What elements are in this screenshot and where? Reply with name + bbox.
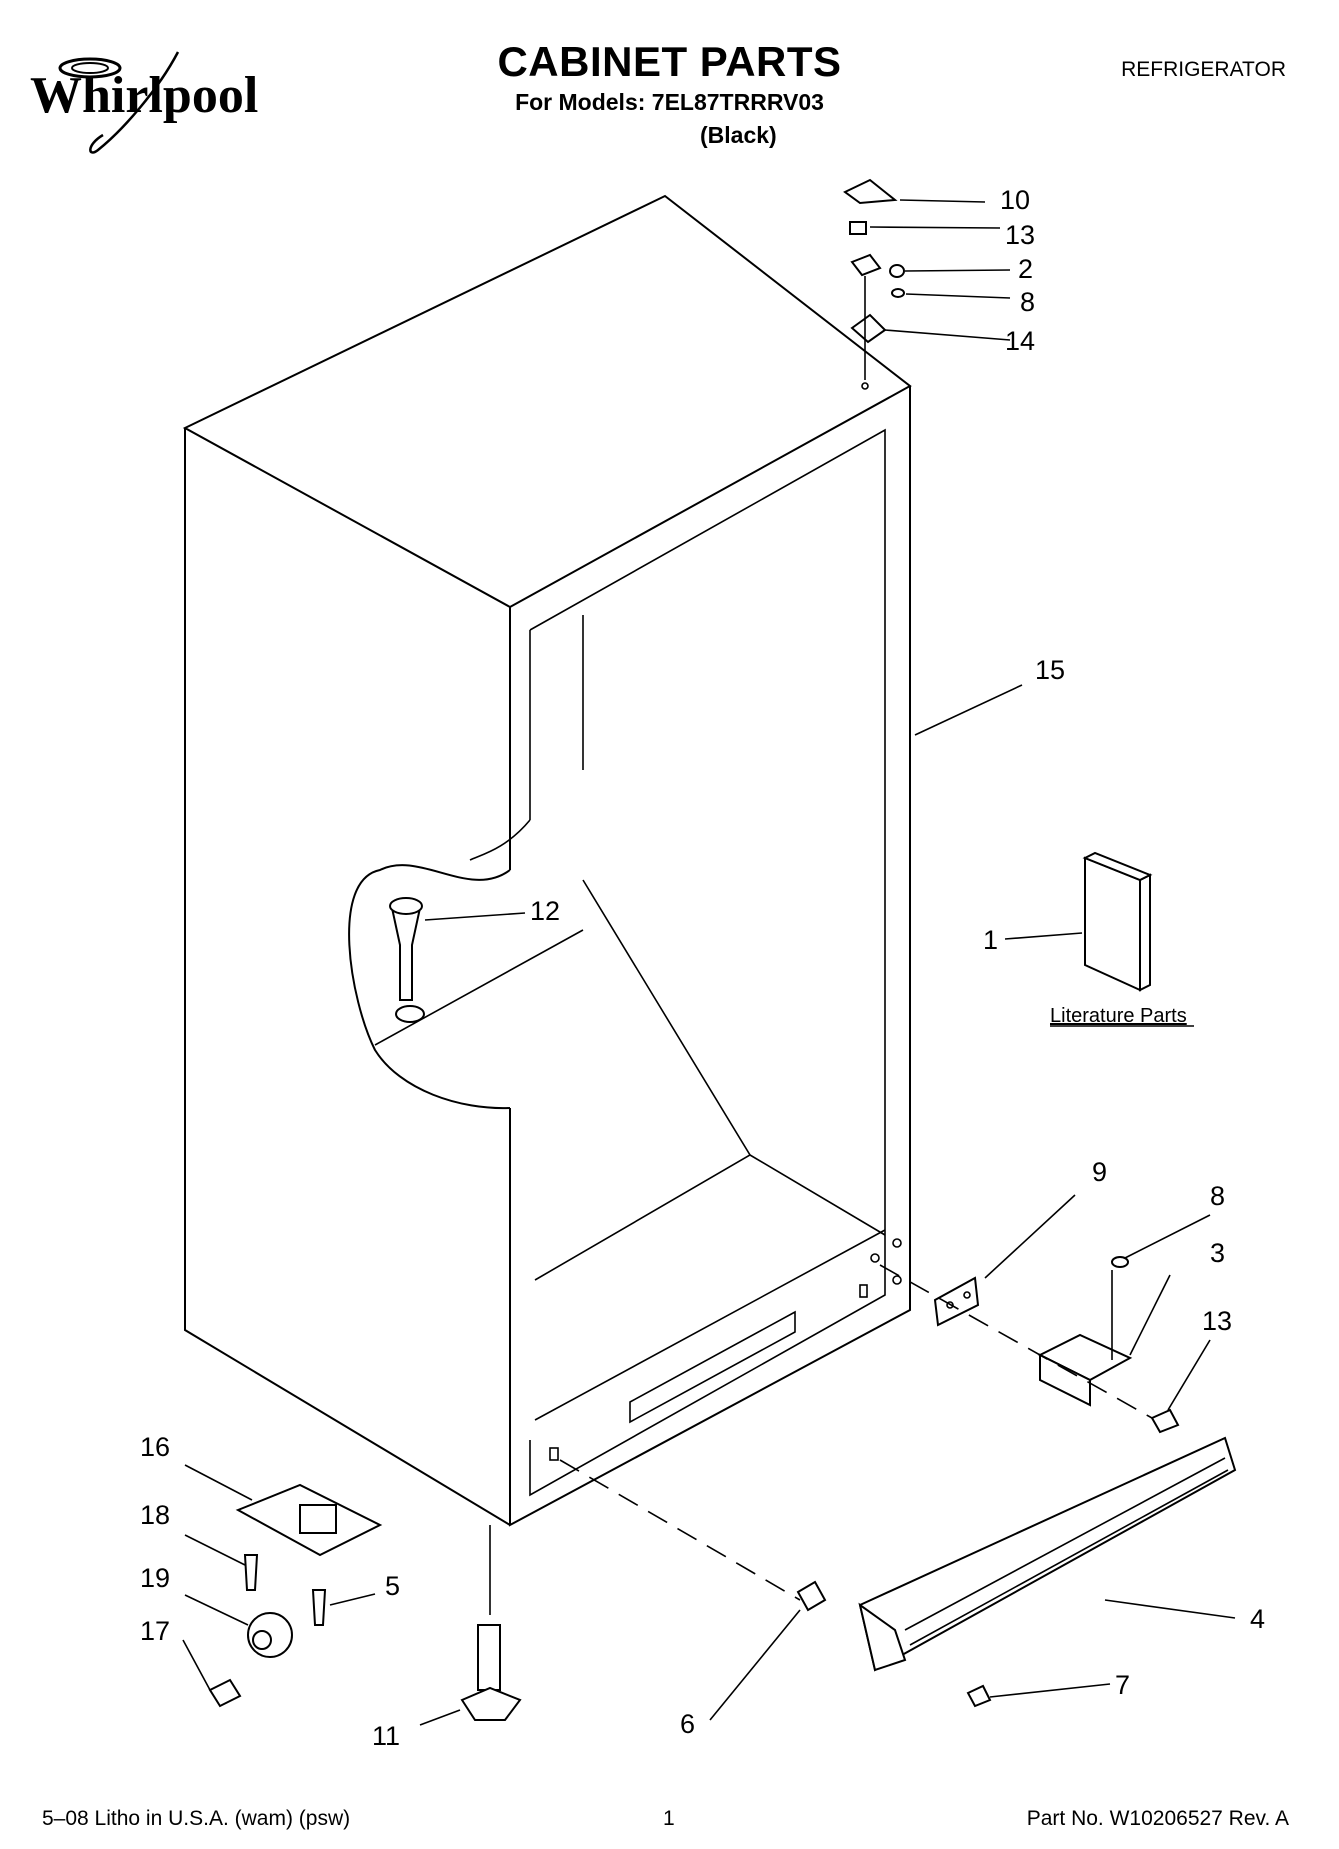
callout-12: 12 xyxy=(530,896,560,926)
callout-5: 5 xyxy=(385,1571,400,1601)
callout-7: 7 xyxy=(1115,1670,1130,1700)
leader-lines xyxy=(182,199,1236,1726)
color-line: (Black) xyxy=(700,122,777,148)
callout-8-top: 8 xyxy=(1020,287,1035,317)
callout-17: 17 xyxy=(140,1616,170,1646)
callout-14: 14 xyxy=(1005,326,1035,356)
callout-15: 15 xyxy=(1035,655,1065,685)
kickplate-clip xyxy=(559,1459,827,1612)
page-title: CABINET PARTS xyxy=(497,38,842,85)
callout-2: 2 xyxy=(1018,254,1033,284)
cabinet-outline xyxy=(182,194,912,1527)
footer-litho: 5–08 Litho in U.S.A. (wam) (psw) xyxy=(42,1807,351,1830)
category-label: REFRIGERATOR xyxy=(1121,58,1286,81)
svg-text:Whirlpool: Whirlpool xyxy=(30,67,258,124)
callout-18: 18 xyxy=(140,1500,170,1530)
callout-11: 11 xyxy=(372,1721,400,1751)
literature-book xyxy=(1082,851,1153,992)
callout-6: 6 xyxy=(680,1709,695,1739)
callout-9: 9 xyxy=(1092,1157,1107,1187)
callout-19: 19 xyxy=(140,1563,170,1593)
callout-8-bottom: 8 xyxy=(1210,1181,1225,1211)
models-line: For Models: 7EL87TRRRV03 xyxy=(515,89,824,115)
literature-parts-label: Literature Parts xyxy=(1050,1005,1187,1027)
callout-3: 3 xyxy=(1210,1238,1225,1268)
bracket-parts xyxy=(208,1483,383,1708)
callout-13-top: 13 xyxy=(1005,220,1035,250)
whirlpool-logo: Whirlpool xyxy=(30,51,258,154)
callout-10: 10 xyxy=(1000,185,1030,215)
screw-7 xyxy=(966,1684,992,1708)
leveling-leg xyxy=(460,1525,522,1721)
bottom-hinge-parts xyxy=(879,1256,1180,1434)
callout-1: 1 xyxy=(983,925,998,955)
callout-4: 4 xyxy=(1250,1604,1265,1634)
callout-16: 16 xyxy=(140,1432,170,1462)
footer-page-number: 1 xyxy=(663,1807,675,1830)
callout-13-bottom: 13 xyxy=(1202,1306,1232,1336)
footer-part-number: Part No. W10206527 Rev. A xyxy=(1026,1807,1289,1830)
part-12-cup xyxy=(389,897,425,1023)
callout-labels: 10 13 2 8 14 15 12 1 9 8 3 13 16 18 19 5… xyxy=(140,185,1265,1751)
top-hinge-parts xyxy=(843,178,905,380)
kickplate xyxy=(858,1436,1237,1672)
